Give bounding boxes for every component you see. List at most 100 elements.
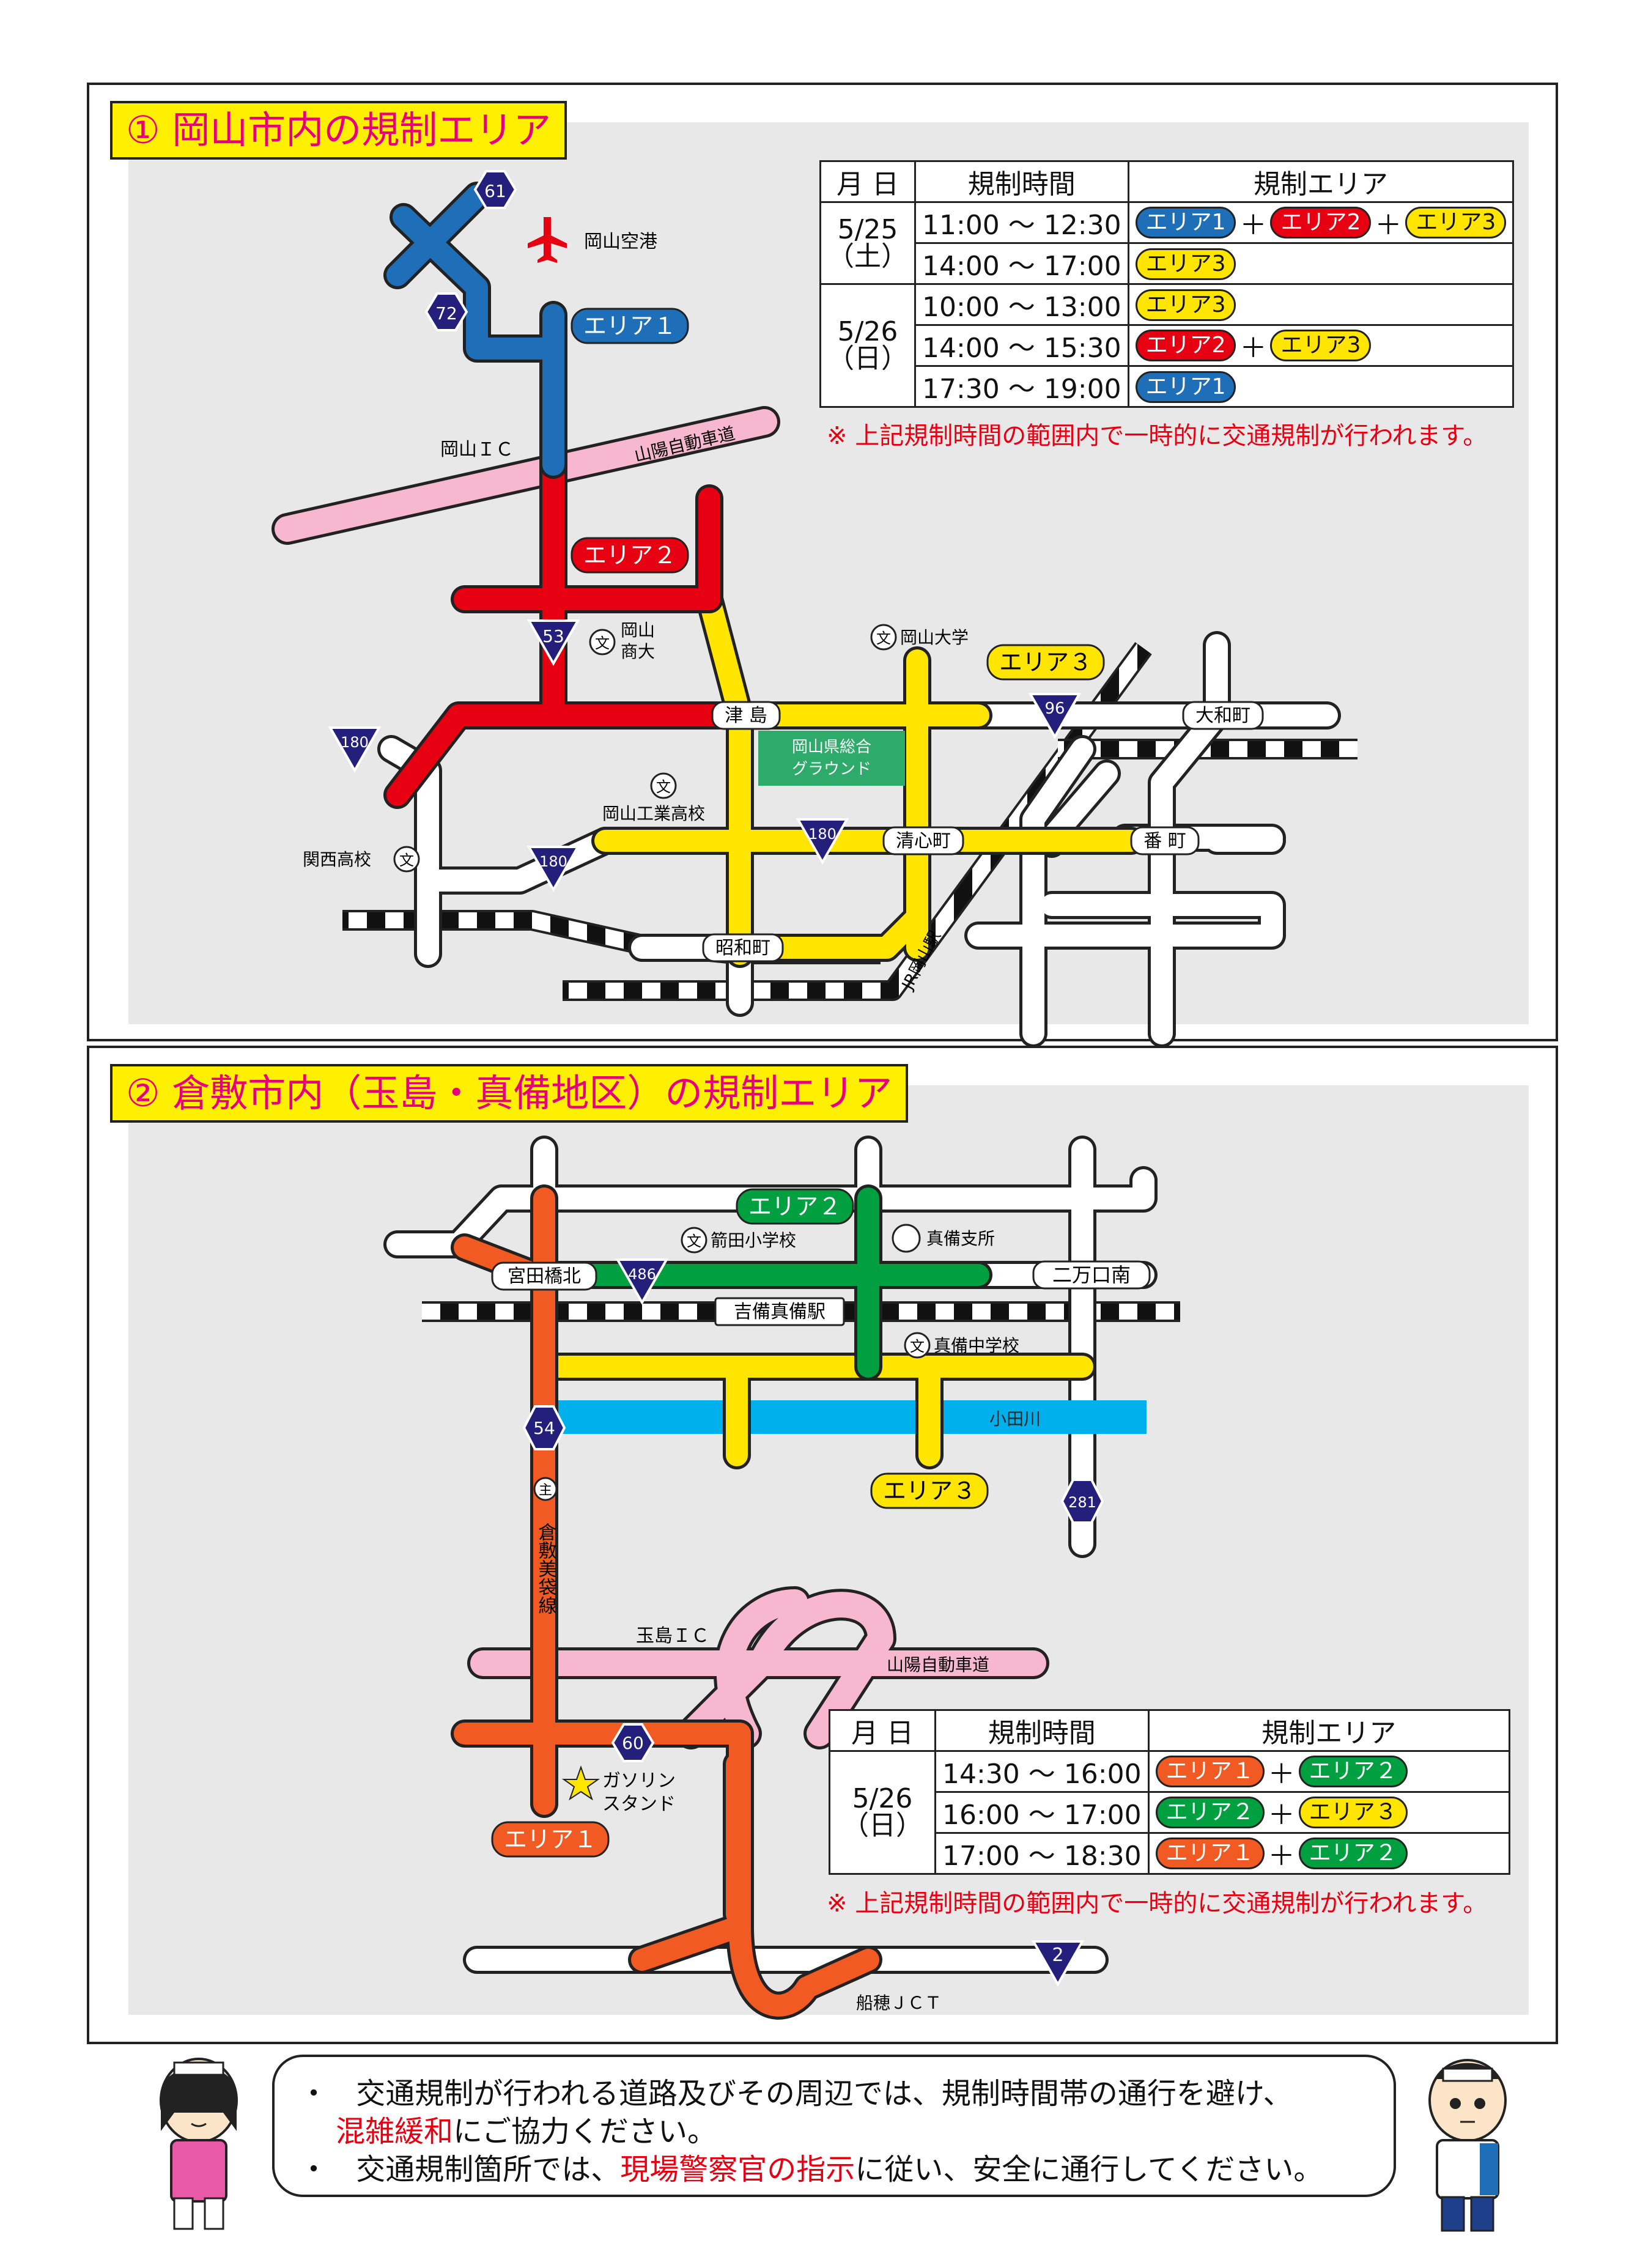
footer-notice-bubble: ・ 交通規制が行われる道路及びその周辺では、規制時間帯の通行を避け、 混雑緩和に…	[272, 2055, 1396, 2197]
time-cell: 17:30 ～ 19:00	[914, 365, 1129, 408]
notice-highlight-congestion: 混雑緩和	[336, 2115, 454, 2149]
school-icon-shoudai: 文	[595, 635, 610, 652]
table-row: 5/25 （土） 11:00 ～ 12:30 エリア1＋エリア2＋エリア3	[819, 201, 1515, 285]
route-96-sign: 96	[1028, 693, 1082, 740]
area3-roads	[530, 1353, 1096, 1469]
table-row: 17:30 ～ 19:00 エリア1	[821, 365, 1515, 408]
route-54-sign: 54	[522, 1405, 566, 1450]
svg-text:54: 54	[533, 1418, 555, 1438]
nimanguchi-label: 二万口南	[1052, 1263, 1131, 1287]
route-72-sign: 72	[424, 292, 468, 331]
table-row: 5/26 （日） 14:30 ～ 16:00 エリア１＋エリア２	[829, 1750, 1511, 1875]
route-486-sign: 486	[615, 1258, 669, 1306]
area-pill: エリア3	[1135, 248, 1236, 280]
svg-text:180: 180	[539, 853, 567, 870]
time-cell: 17:00 ～ 18:30	[934, 1832, 1150, 1875]
table-row: 17:00 ～ 18:30 エリア１＋エリア２	[830, 1832, 1511, 1875]
notice-line-2: にご協力ください。	[453, 2115, 717, 2149]
mabi-school-label: 真備中学校	[934, 1335, 1019, 1356]
airport-label: 岡山空港	[584, 231, 657, 253]
univ-label: 岡山大学	[900, 627, 969, 648]
area-pill: エリア２	[1298, 1838, 1408, 1869]
section2-note: ※ 上記規制時間の範囲内で一時的に交通規制が行われます。	[827, 1889, 1488, 1918]
svg-text:61: 61	[484, 181, 506, 201]
svg-text:53: 53	[542, 626, 564, 646]
sports-ground	[758, 731, 905, 786]
area1-roads	[383, 182, 567, 479]
svg-text:60: 60	[622, 1733, 644, 1753]
pref-road-icon: 主	[539, 1483, 552, 1498]
area2-label: エリア２	[583, 542, 676, 569]
table-header-time: 規制時間	[934, 1709, 1150, 1752]
area-pill: エリア3	[1405, 207, 1507, 238]
time-cell: 16:00 ～ 17:00	[934, 1791, 1150, 1834]
mabi-station-label: 吉備真備駅	[734, 1301, 826, 1323]
area-pill: エリア1	[1135, 371, 1236, 403]
area2-roads	[383, 451, 748, 809]
route-2-sign: 2	[1031, 1940, 1085, 1987]
notice-highlight-police: 現場警察官の指示	[620, 2152, 855, 2187]
table-row: 5/26 （日） 10:00 ～ 13:00 エリア3	[819, 283, 1515, 408]
svg-text:72: 72	[435, 303, 457, 323]
svg-text:281: 281	[1068, 1494, 1096, 1511]
table-header-area: 規制エリア	[1147, 1709, 1511, 1752]
yamatocho-label: 大和町	[1195, 705, 1250, 726]
tamashima-ic-label: 玉島ＩＣ	[636, 1625, 709, 1647]
section2-schedule-table: 月 日 規制時間 規制エリア 5/26 （日） 14:30 ～ 16:00 エリ…	[829, 1709, 1511, 1875]
notice-line-3-rest: に従い、安全に通行してください。	[855, 2152, 1323, 2187]
school-icon-mabi: 文	[910, 1338, 925, 1355]
school-icon-maeda: 文	[687, 1233, 701, 1250]
seishincho-label: 清心町	[896, 830, 951, 852]
area-pill: エリア3	[1135, 289, 1236, 321]
maeda-label: 箭田小学校	[711, 1230, 796, 1250]
table-header-time: 規制時間	[914, 160, 1129, 203]
gas-label-2: スタンド	[602, 1793, 676, 1815]
table-header-area: 規制エリア	[1127, 160, 1515, 203]
bullet: ・	[299, 2077, 329, 2111]
ground-label-1: 岡山県総合	[792, 738, 871, 756]
time-cell: 11:00 ～ 12:30	[914, 201, 1129, 244]
area-pill: エリア３	[1298, 1797, 1408, 1828]
school-icon-univ: 文	[876, 630, 891, 647]
section2-title: ② 倉敷市内（玉島・真備地区）の規制エリア	[110, 1064, 909, 1123]
route-60-sign: 60	[611, 1723, 655, 1762]
table-row: 14:00 ～ 17:00 エリア3	[821, 242, 1515, 285]
area2-roads	[530, 1184, 992, 1381]
route-53-sign: 53	[526, 619, 580, 667]
route-180-sign-c: 180	[796, 818, 849, 865]
school-icon-kogyo: 文	[656, 778, 671, 796]
area-pill: エリア１	[1155, 1838, 1265, 1869]
area3-roads	[591, 585, 1145, 968]
area1-label: エリア１	[504, 1826, 597, 1853]
expressway-label: 山陽自動車道	[887, 1655, 989, 1675]
date-cell: 5/25	[837, 213, 898, 245]
area-pill: エリア1	[1135, 207, 1236, 238]
notice-line-1: 交通規制が行われる道路及びその周辺では、規制時間帯の通行を避け、	[356, 2077, 1293, 2111]
area-pill: エリア2	[1135, 330, 1236, 361]
kansai-label: 関西高校	[303, 849, 371, 870]
section1-schedule-table: 月 日 規制時間 規制エリア 5/25 （土） 11:00 ～ 12:30 エリ…	[819, 160, 1515, 408]
area-pill: エリア１	[1155, 1756, 1265, 1787]
female-mascot-illustration	[160, 2058, 238, 2230]
day-cell: （土）	[827, 240, 908, 272]
route-180-sign-b: 180	[526, 846, 580, 893]
sanyo-expressway	[467, 1586, 1049, 1749]
route-180-sign-a: 180	[328, 726, 382, 774]
school-icon-kansai: 文	[399, 852, 414, 869]
time-cell: 14:00 ～ 15:30	[914, 324, 1129, 367]
table-header-date: 月 日	[829, 1709, 936, 1752]
area2-label: エリア２	[748, 1193, 841, 1220]
day-cell: （日）	[842, 1810, 923, 1841]
miyatabashi-label: 宮田橋北	[508, 1266, 581, 1287]
showacho-label: 昭和町	[715, 937, 770, 959]
route-61-sign: 61	[473, 170, 517, 209]
svg-text:2: 2	[1052, 1945, 1063, 1966]
time-cell: 10:00 ～ 13:00	[914, 283, 1129, 326]
route-281-sign: 281	[1060, 1479, 1104, 1524]
area3-label: エリア３	[999, 649, 1092, 676]
tsushima-label: 津 島	[725, 705, 767, 726]
shoudai-label-1: 岡山	[621, 620, 655, 640]
day-cell: （日）	[827, 343, 908, 374]
svg-text:180: 180	[341, 734, 369, 751]
table-row: 16:00 ～ 17:00 エリア２＋エリア３	[830, 1791, 1511, 1834]
